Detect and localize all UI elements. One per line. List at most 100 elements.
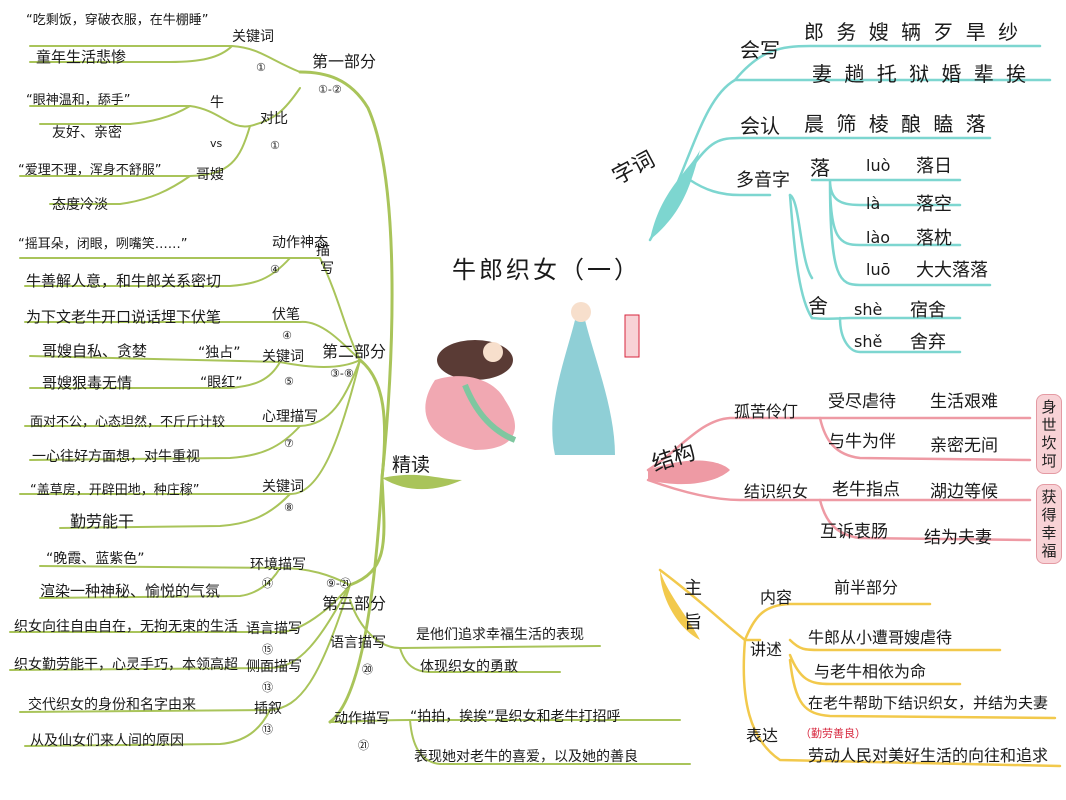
struct-b-label: 结识织女 (744, 482, 809, 501)
psy-label: 心理描写 (262, 409, 318, 425)
lang2-label: 语言描写 (330, 635, 386, 651)
part2-label: 第二部分 (322, 342, 387, 361)
tell-1: 牛郎从小遭哥嫂虐待 (808, 628, 953, 647)
sister-attitude: 态度冷淡 (52, 197, 108, 213)
action-xie: 写 (320, 261, 334, 277)
read-row: 晨 筛 棱 酿 瞌 落 (804, 112, 989, 136)
content-text: 前半部分 (834, 578, 899, 597)
lang-text: 织女向往自由自在，无拘无束的生活 (14, 619, 238, 635)
struct-a-3: 与牛为伴 (828, 432, 896, 452)
act2-num: ㉑ (358, 739, 369, 752)
psy-num: ⑦ (284, 437, 294, 450)
k3-num: ⑧ (284, 501, 294, 514)
tell-2: 与老牛相依为命 (814, 662, 927, 681)
read-label: 会认 (740, 114, 780, 138)
act2-text-2: 表现她对老牛的喜爱，以及她的善良 (414, 749, 638, 765)
env-text: 渲染一种神秘、愉悦的气氛 (40, 582, 221, 600)
cha-text-1: 交代织女的身份和名字由来 (28, 697, 196, 713)
k3-label: 关键词 (262, 479, 304, 495)
psy-text-2: 一心往好方面想，对牛重视 (32, 449, 200, 465)
tell-label: 讲述 (750, 640, 783, 659)
struct-b-4: 结为夫妻 (924, 528, 992, 548)
key-text-2: 哥嫂狠毒无情 (42, 374, 133, 392)
lang2-text-2: 体现织女的勇敢 (420, 659, 518, 675)
zhuzhi-label-1: 主旨 (684, 578, 702, 634)
struct-a-label: 孤苦伶仃 (734, 402, 799, 421)
tell-3: 在老牛帮助下结识织女，并结为夫妻 (808, 694, 1049, 712)
struct-b-2: 湖边等候 (930, 482, 998, 502)
k3-text: 勤劳能干 (70, 512, 135, 531)
express-text: 劳动人民对美好生活的向往和追求 (808, 746, 1049, 765)
lang-num: ⑮ (262, 643, 273, 656)
action-text: 牛善解人意，和牛郎关系密切 (26, 272, 222, 290)
she-pinyin-1: shě (854, 332, 883, 351)
key-text-1: 哥嫂自私、贪婪 (42, 342, 148, 360)
env-num: ⑭ (262, 577, 273, 590)
act2-label: 动作描写 (334, 711, 390, 727)
struct-a-1: 受尽虐待 (828, 392, 896, 412)
part1-key-num: ① (256, 61, 266, 74)
part1-key-label: 关键词 (232, 29, 274, 45)
jingdu-branch-label: 精读 (392, 454, 431, 476)
fubi-text: 为下文老牛开口说话埋下伏笔 (26, 308, 222, 326)
contrast-num: ① (270, 139, 280, 152)
luo-word-1: 落空 (916, 194, 952, 215)
part3-label: 第三部分 (322, 594, 387, 613)
she-pinyin-0: shè (854, 300, 883, 319)
polyphone-she: 舍 (808, 294, 828, 318)
key-num: ⑤ (284, 375, 294, 388)
polyphone-luo: 落 (810, 156, 830, 180)
side-text: 织女勤劳能干，心灵手巧，本领高超 (14, 657, 238, 673)
cha-num: ⑬ (262, 723, 273, 736)
part1-quote: “吃剩饭，穿破衣服，在牛棚睡” (26, 13, 209, 28)
express-label: 表达 (746, 726, 779, 745)
luo-pinyin-2: lào (866, 228, 891, 247)
action-label: 动作神态 (272, 235, 328, 251)
action-num: ④ (270, 263, 280, 276)
sister-label: 哥嫂 (196, 167, 224, 183)
struct-a-2: 生活艰难 (930, 392, 998, 412)
cha-text-2: 从及仙女们来人间的原因 (30, 733, 184, 749)
write-label: 会写 (740, 38, 780, 62)
psy-text-1: 面对不公，心态坦然，不斤斤计较 (30, 415, 226, 430)
struct-a-4: 亲密无间 (930, 436, 998, 456)
polyphone-label: 多音字 (736, 170, 790, 191)
cha-label: 插叙 (254, 701, 282, 717)
center-title: 牛郎织女（一） (452, 256, 641, 284)
struct-a-badge: 身世坎坷 (1036, 394, 1062, 474)
struct-b-1: 老牛指点 (832, 480, 900, 500)
luo-pinyin-3: luō (866, 260, 891, 279)
she-word-0: 宿舍 (910, 300, 946, 321)
fubi-num: ④ (282, 329, 292, 342)
action-miao: 描 (316, 243, 330, 259)
part1-childhood: 童年生活悲惨 (36, 48, 127, 66)
env-label: 环境描写 (250, 557, 306, 573)
luo-word-2: 落枕 (916, 228, 952, 249)
part3-range: ⑨-㉑ (326, 577, 351, 590)
write-row-2: 妻 趟 托 狱 婚 辈 挨 (812, 62, 1030, 86)
luo-word-3: 大大落落 (916, 260, 988, 281)
key-quote-1: “独占” (198, 345, 241, 361)
part2-range: ③-⑧ (330, 367, 354, 380)
part1-label: 第一部分 (312, 52, 377, 71)
fubi-label: 伏笔 (272, 307, 300, 323)
key-label: 关键词 (262, 349, 304, 365)
side-label: 侧面描写 (246, 659, 302, 675)
luo-pinyin-0: luò (866, 156, 891, 175)
ox-quote: “眼神温和，舔手” (26, 93, 131, 108)
luo-pinyin-1: là (866, 194, 881, 213)
part1-range: ①-② (318, 83, 342, 96)
lang2-text-1: 是他们追求幸福生活的表现 (416, 627, 584, 643)
lang-label: 语言描写 (246, 621, 302, 637)
k3-quote: “盖草房，开辟田地，种庄稼” (30, 483, 200, 498)
content-label: 内容 (760, 588, 793, 607)
ox-friendly: 友好、亲密 (52, 125, 122, 141)
act2-text-1: “拍拍，挨挨”是织女和老牛打招呼 (410, 709, 621, 725)
sister-quote: “爱理不理，浑身不舒服” (18, 163, 162, 178)
struct-b-badge: 获得幸福 (1036, 484, 1062, 564)
ox-label: 牛 (210, 95, 224, 111)
side-num: ⑬ (262, 681, 273, 694)
env-quote: “晚霞、蓝紫色” (46, 551, 145, 567)
